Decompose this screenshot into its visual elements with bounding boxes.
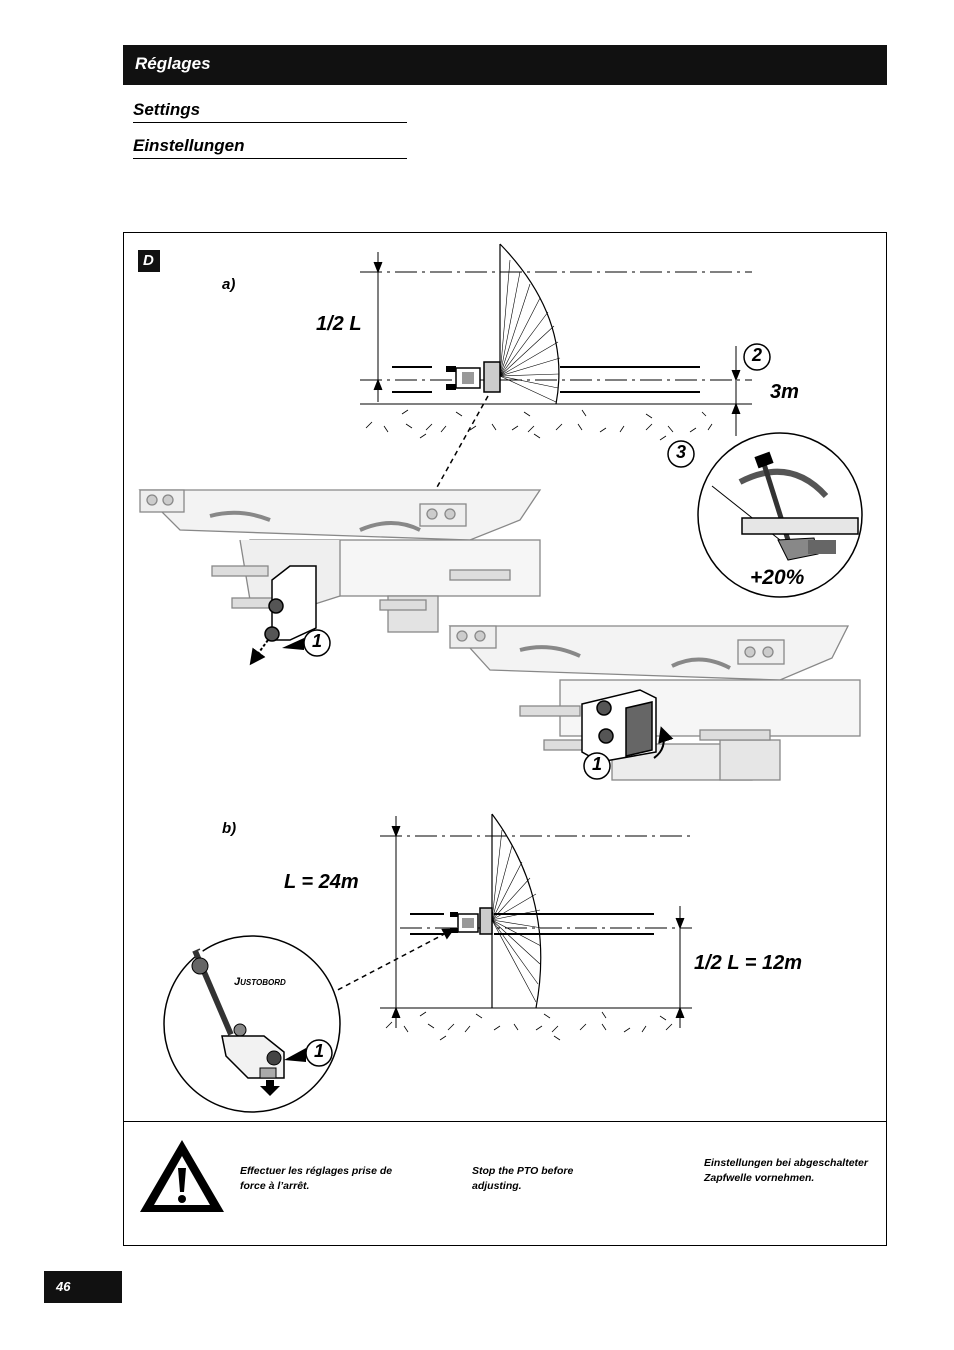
callout-1-lower-number: 1 <box>591 754 602 774</box>
warning-triangle-icon <box>140 1140 224 1212</box>
half-l-12m-label: 1/2 L = 12m <box>694 952 803 974</box>
callout-circles-a <box>667 343 771 468</box>
callout-2-number: 2 <box>751 345 762 365</box>
lever-detail-circle <box>697 432 863 598</box>
justobord-detail-circle <box>163 935 341 1113</box>
l-24m-label: L = 24m <box>284 871 359 893</box>
diagram-b <box>380 813 692 1041</box>
spreader-drawing-upper <box>138 489 542 633</box>
callout-3-number: 3 <box>675 442 686 462</box>
callout-circle-lower <box>583 752 611 780</box>
section-header: Réglages <box>123 45 887 85</box>
justobord-label: Justobord <box>234 976 286 988</box>
warning-text-en: Stop the PTO before adjusting. <box>472 1165 574 1192</box>
warning-text-de: Einstellungen bei abgeschalteter Zapfwel… <box>704 1157 868 1184</box>
warning-text-fr: Effectuer les réglages prise de force à … <box>240 1165 393 1192</box>
page-number: 46 <box>56 1279 71 1294</box>
leader-line-b <box>329 928 455 995</box>
warning-divider <box>123 1121 887 1122</box>
page-number-badge: 46 <box>44 1271 122 1303</box>
deflector-plate-upper <box>264 565 317 642</box>
panel-letter-badge: D <box>138 250 160 272</box>
section-title: Réglages <box>135 54 211 73</box>
callout-circle-b <box>305 1039 333 1067</box>
half-l-label: 1/2 L <box>316 313 362 335</box>
deflector-plate-lower <box>581 689 657 763</box>
plus-20-label: +20% <box>750 566 805 589</box>
part-b-label: b) <box>222 820 237 837</box>
diagram-a <box>360 243 752 441</box>
subheading-settings: Settings <box>133 100 407 123</box>
three-m-label: 3m <box>770 381 799 403</box>
subheading-einstellungen: Einstellungen <box>133 136 407 159</box>
callout-1-upper-number: 1 <box>311 631 322 651</box>
callout-1-b-number: 1 <box>313 1041 324 1061</box>
figure-frame <box>123 232 887 1246</box>
part-a-label: a) <box>222 276 236 293</box>
